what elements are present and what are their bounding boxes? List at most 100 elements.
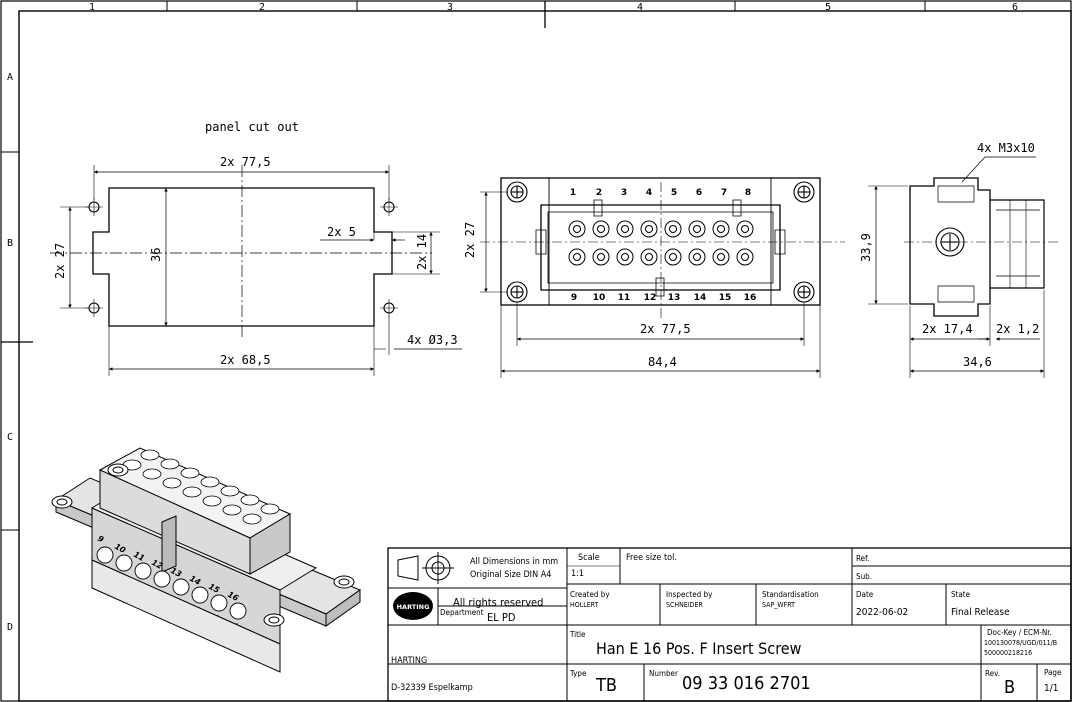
zone-col-2: 2 — [259, 2, 265, 13]
inspected-label: Inspected by — [666, 590, 713, 599]
title-label: Title — [570, 630, 586, 639]
state-label: State — [951, 590, 971, 599]
page-value: 1/1 — [1044, 683, 1059, 694]
cutout-dim-top: 2x 77,5 — [220, 155, 271, 169]
rev-value: B — [1004, 677, 1016, 698]
contacts-row-bottom — [568, 248, 754, 266]
rev-label: Rev. — [985, 669, 1000, 678]
side-view — [868, 156, 1058, 378]
front-screw-tr — [793, 181, 815, 203]
front-dimensions: 2x 27 2x 77,5 84,4 — [463, 222, 691, 369]
tolerance-label: Free size tol. — [626, 553, 677, 563]
side-dimensions: 4x M3x10 33,9 2x 17,4 2x 1,2 34,6 — [859, 141, 1039, 369]
cutout-dim-notch-h: 2x 14 — [415, 234, 429, 270]
side-dim-screws: 4x M3x10 — [977, 141, 1035, 155]
cutout-dim-inner: 36 — [149, 248, 163, 262]
zone-col-4: 4 — [637, 2, 643, 13]
pin-label: 11 — [618, 293, 631, 303]
zone-row-b: B — [7, 238, 13, 249]
ref-label: Ref. — [856, 554, 870, 563]
pin-label: 8 — [745, 188, 751, 198]
pin-label: 10 — [593, 293, 606, 303]
front-pin-labels-bottom: 9 10 11 12 13 14 15 16 — [571, 293, 756, 303]
zone-row-labels: A B C D — [7, 72, 13, 633]
standardisation-label: Standardisation — [762, 590, 819, 599]
cutout-dim-bottom: 2x 68,5 — [220, 353, 271, 367]
dockey-value-2: 500000218216 — [984, 649, 1033, 657]
pin-label: 14 — [694, 293, 707, 303]
pin-label: 15 — [719, 293, 732, 303]
pin-label: 1 — [570, 188, 576, 198]
page-label: Page — [1044, 668, 1062, 677]
zone-row-a: A — [7, 72, 13, 83]
dockey-label: Doc-Key / ECM-Nr. — [987, 628, 1052, 637]
side-dim-a: 2x 17,4 — [922, 322, 973, 336]
cutout-dim-left: 2x 27 — [53, 243, 67, 279]
standardisation-value: SAP_WFRT — [762, 601, 795, 609]
side-dim-b: 2x 1,2 — [996, 322, 1039, 336]
front-dim-overall: 84,4 — [648, 355, 677, 369]
side-dim-overall: 34,6 — [963, 355, 992, 369]
front-view — [480, 177, 845, 378]
pin-label: 4 — [646, 188, 652, 198]
front-pin-labels-top: 1 2 3 4 5 6 7 8 — [570, 188, 751, 198]
company-name: HARTING — [391, 656, 428, 666]
side-body — [909, 177, 991, 317]
front-screw-bl — [506, 281, 528, 303]
logo-text: HARTING — [397, 603, 430, 611]
created-label: Created by — [570, 590, 610, 599]
pin-label: 6 — [696, 188, 702, 198]
date-label: Date — [856, 590, 874, 599]
pin-label: 2 — [596, 188, 602, 198]
insert-body — [540, 204, 781, 291]
dims-note-2: Original Size DIN A4 — [470, 570, 552, 580]
zone-row-c: C — [7, 432, 13, 443]
cutout-hole-br — [380, 299, 398, 317]
projection-symbol-icon — [397, 552, 454, 584]
contacts-row-top — [568, 220, 754, 238]
cutout-outline — [92, 187, 393, 327]
title-block-grid — [387, 547, 1072, 702]
cutout-dim-holes: 4x Ø3,3 — [407, 333, 458, 347]
pin-label: 9 — [571, 293, 577, 303]
type-value: TB — [596, 675, 617, 696]
state-value: Final Release — [951, 607, 1010, 618]
type-label: Type — [570, 669, 587, 678]
dims-note-1: All Dimensions in mm — [470, 557, 559, 567]
scale-value: 1:1 — [571, 569, 585, 579]
created-value: HOLLERT — [570, 601, 599, 609]
zone-col-1: 1 — [89, 2, 95, 13]
inspected-value: SCHNEIDER — [666, 601, 703, 609]
panel-cutout-view: panel cut out — [50, 120, 462, 376]
front-dim-holes: 2x 77,5 — [640, 322, 691, 336]
front-screw-tl — [506, 181, 528, 203]
side-dim-height: 33,9 — [859, 233, 873, 262]
zone-col-3: 3 — [447, 2, 453, 13]
dockey-value-1: 100130078/UGD/011/B — [984, 639, 1058, 647]
zone-column-labels: 1 2 3 4 5 6 — [89, 2, 1018, 13]
department-value: EL PD — [487, 611, 516, 624]
pin-label: 3 — [621, 188, 627, 198]
pin-label: 12 — [644, 293, 657, 303]
iso-pin-labels: 9 10 11 12 13 14 15 16 — [96, 534, 240, 603]
pin-label: 16 — [744, 293, 757, 303]
cutout-hole-tr — [380, 198, 398, 216]
pin-label: 7 — [721, 188, 727, 198]
department-label: Department — [440, 608, 484, 617]
cutout-dim-notch-w: 2x 5 — [327, 225, 356, 239]
isometric-view — [51, 447, 362, 673]
pin-label: 13 — [668, 293, 681, 303]
drawing-number: 09 33 016 2701 — [682, 673, 811, 694]
harting-logo: HARTING — [393, 592, 433, 620]
company-address: D-32339 Espelkamp — [391, 683, 473, 693]
rights-text: All rights reserved — [453, 596, 544, 609]
iso-label: 9 — [96, 534, 106, 545]
pin-label: 5 — [671, 188, 677, 198]
date-value: 2022-06-02 — [856, 607, 909, 618]
zone-row-d: D — [7, 622, 13, 633]
zone-col-6: 6 — [1012, 2, 1018, 13]
number-label: Number — [649, 669, 678, 678]
scale-label: Scale — [578, 553, 600, 563]
cutout-dimensions: 2x 77,5 2x 68,5 2x 5 4x Ø3,3 2x 27 36 2x… — [53, 155, 458, 367]
